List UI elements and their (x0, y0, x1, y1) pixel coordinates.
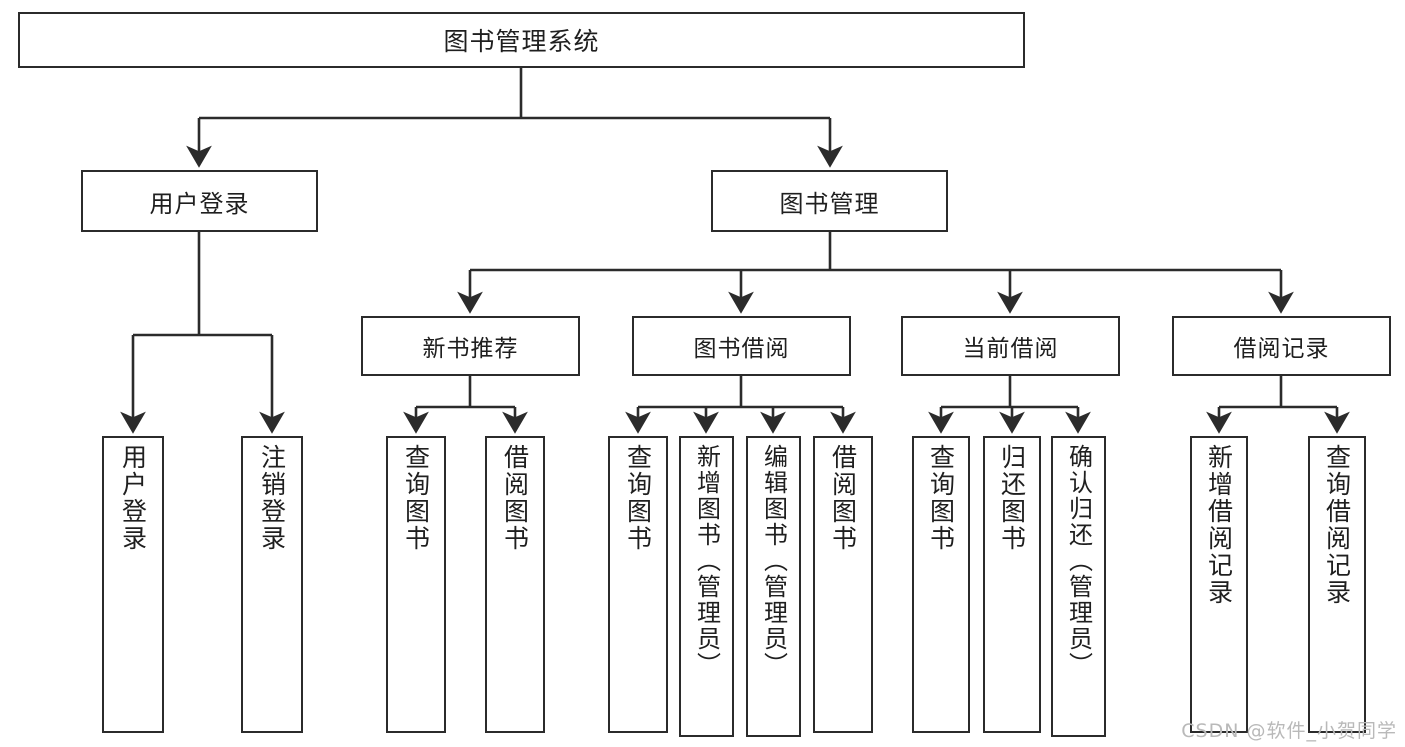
leaf-query-book-nbr[interactable]: 查询图书 (386, 436, 446, 733)
leaf-add-book-admin[interactable]: 新增图书（管理员） (679, 436, 734, 737)
node-current-borrow[interactable]: 当前借阅 (901, 316, 1120, 376)
watermark-text: CSDN @软件_小贺同学 (1181, 720, 1397, 742)
leaf-query-borrow-record-label: 查询借阅记录 (1322, 444, 1352, 606)
node-root-label: 图书管理系统 (443, 27, 600, 56)
leaf-query-book-nbr-label: 查询图书 (401, 444, 431, 552)
leaf-query-borrow-record[interactable]: 查询借阅记录 (1308, 436, 1366, 733)
leaf-borrow-book-nbr-label: 借阅图书 (500, 444, 530, 552)
leaf-query-book-bb-label: 查询图书 (623, 444, 653, 552)
leaf-confirm-return-admin[interactable]: 确认归还（管理员） (1051, 436, 1106, 737)
leaf-logout[interactable]: 注销登录 (241, 436, 303, 733)
leaf-add-borrow-record-label: 新增借阅记录 (1204, 444, 1234, 606)
node-book-management[interactable]: 图书管理 (711, 170, 948, 232)
node-book-borrow[interactable]: 图书借阅 (632, 316, 851, 376)
node-current-borrow-label: 当前借阅 (962, 336, 1059, 362)
node-book-management-label: 图书管理 (779, 189, 880, 218)
leaf-return-book[interactable]: 归还图书 (983, 436, 1041, 733)
node-user-login-label: 用户登录 (149, 189, 250, 218)
leaf-user-login-label: 用户登录 (118, 444, 148, 552)
node-book-borrow-label: 图书借阅 (693, 336, 790, 362)
leaf-confirm-return-admin-label: 确认归还（管理员） (1064, 444, 1093, 678)
leaf-logout-label: 注销登录 (257, 444, 287, 552)
leaf-user-login[interactable]: 用户登录 (102, 436, 164, 733)
leaf-borrow-book-bb[interactable]: 借阅图书 (813, 436, 873, 733)
node-user-login[interactable]: 用户登录 (81, 170, 318, 232)
node-borrow-record-label: 借阅记录 (1233, 336, 1330, 362)
leaf-query-book-cb[interactable]: 查询图书 (912, 436, 970, 733)
leaf-query-book-bb[interactable]: 查询图书 (608, 436, 668, 733)
node-borrow-record[interactable]: 借阅记录 (1172, 316, 1391, 376)
leaf-borrow-book-bb-label: 借阅图书 (828, 444, 858, 552)
leaf-query-book-cb-label: 查询图书 (926, 444, 956, 552)
leaf-borrow-book-nbr[interactable]: 借阅图书 (485, 436, 545, 733)
leaf-add-book-admin-label: 新增图书（管理员） (692, 444, 721, 678)
node-root[interactable]: 图书管理系统 (18, 12, 1025, 68)
node-new-book-recommend-label: 新书推荐 (422, 336, 519, 362)
leaf-edit-book-admin[interactable]: 编辑图书（管理员） (746, 436, 801, 737)
leaf-add-borrow-record[interactable]: 新增借阅记录 (1190, 436, 1248, 733)
node-new-book-recommend[interactable]: 新书推荐 (361, 316, 580, 376)
leaf-edit-book-admin-label: 编辑图书（管理员） (759, 444, 788, 678)
leaf-return-book-label: 归还图书 (997, 444, 1027, 552)
